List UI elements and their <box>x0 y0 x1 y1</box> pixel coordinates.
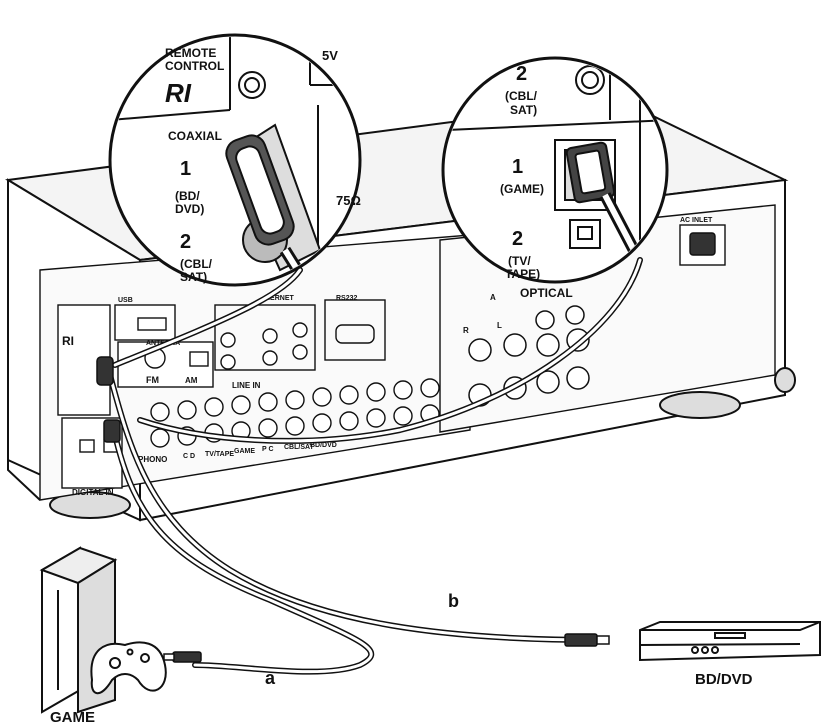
cd-label: C D <box>183 453 195 460</box>
pc-label: P C <box>262 446 274 453</box>
speaker-a-label: A <box>490 293 496 302</box>
cable-a-label: a <box>265 668 276 688</box>
r-port2-num: 2 <box>516 63 527 85</box>
r-port1-num: 1 <box>512 156 523 178</box>
port1-name-2: DVD) <box>175 202 204 216</box>
coaxial-label: COAXIAL <box>168 129 222 143</box>
rca-jacks <box>150 322 440 448</box>
speaker-r-label: R <box>463 326 469 335</box>
remote-control-label-2: CONTROL <box>165 59 224 73</box>
game-device-label: GAME <box>50 709 95 723</box>
optical-plug <box>163 651 202 663</box>
r-port2b-name-1: (TV/ <box>508 254 531 268</box>
game-console <box>39 546 167 714</box>
port2-name-1: (CBL/ <box>180 257 213 271</box>
r-port2-name-2: SAT) <box>510 103 537 117</box>
optical-label: OPTICAL <box>520 286 573 300</box>
r-port2b-name-2: TAPE) <box>505 267 540 281</box>
r-port2b-num: 2 <box>512 228 523 250</box>
digital-in-label: DIGITAL IN <box>72 488 114 497</box>
port1-name-1: (BD/ <box>175 189 200 203</box>
ri-small-label: RI <box>62 334 74 348</box>
cblsat-jack-label: CBL/SAT <box>284 444 315 451</box>
bddvd-device-label: BD/DVD <box>695 671 753 688</box>
fm-label: FM <box>146 375 159 385</box>
game-jack-label: GAME <box>234 448 255 455</box>
am-label: AM <box>185 376 198 385</box>
bddvd-player <box>639 621 821 662</box>
callout-left: REMOTE CONTROL RI 5V COAXIAL 1 (BD/ DVD)… <box>108 33 362 287</box>
remote-control-label-1: REMOTE <box>165 46 216 60</box>
callout-right: 2 (CBL/ SAT) 1 (GAME) 2 (TV/ TAPE) OPTIC… <box>441 56 669 300</box>
cables <box>107 257 643 675</box>
usb-label: USB <box>118 297 133 304</box>
tvtape-label: TV/TAPE <box>205 451 234 458</box>
ohm-label: 75Ω <box>336 193 361 208</box>
r-port1-name: (GAME) <box>500 182 544 196</box>
r-port2-name-1: (CBL/ <box>505 89 538 103</box>
ac-inlet-label: AC INLET <box>680 217 713 224</box>
rs232-label: RS232 <box>336 295 358 302</box>
five-v-label: 5V <box>322 48 338 63</box>
ri-label: RI <box>165 78 192 108</box>
panel-plugs <box>96 356 121 443</box>
cable-b-label: b <box>448 591 459 611</box>
phono-label: PHONO <box>138 455 167 464</box>
ethernet-label: HERNET <box>265 295 295 302</box>
port2-name-2: SAT) <box>180 270 207 284</box>
coax-plug <box>564 633 610 647</box>
line-in-label: LINE IN <box>232 381 261 390</box>
speaker-l-label: L <box>497 321 502 330</box>
speaker-terminals <box>468 305 590 407</box>
port1-num: 1 <box>180 158 191 180</box>
bddvd-jack-label: BD/DVD <box>310 442 337 449</box>
port2-num: 2 <box>180 231 191 253</box>
